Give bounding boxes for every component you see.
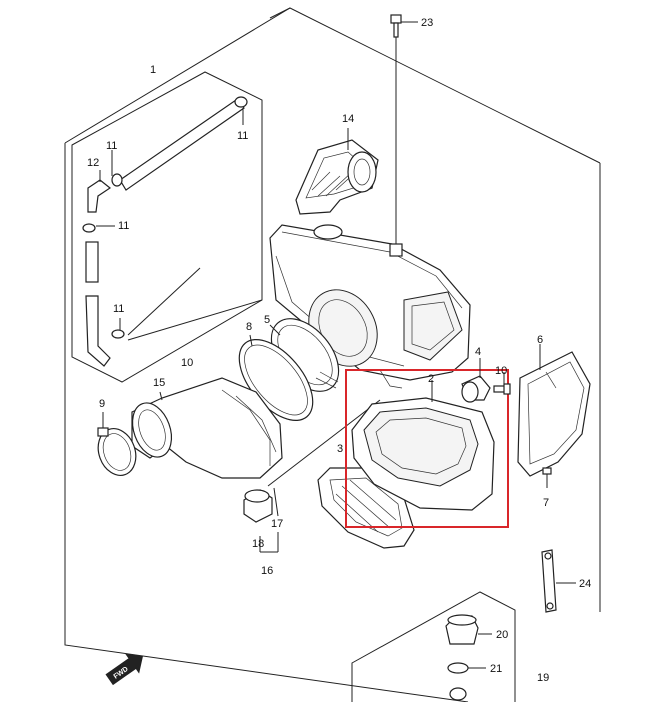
label-part-19: 19 — [537, 672, 549, 684]
bolt-part-23 — [390, 14, 418, 245]
assembly-boundary — [64, 7, 601, 702]
label-part-9: 9 — [99, 398, 105, 410]
part-labels: 1 2 3 4 5 6 7 8 9 10 10 11 11 11 11 12 1… — [87, 17, 591, 684]
label-part-8: 8 — [246, 321, 252, 333]
fitting-part-4 — [461, 358, 511, 403]
label-part-11-lower: 11 — [113, 303, 124, 315]
label-part-11-top: 11 — [237, 130, 248, 142]
label-part-18: 18 — [252, 538, 264, 550]
label-part-4: 4 — [475, 346, 481, 358]
label-part-3: 3 — [337, 443, 343, 455]
intake-boot-part-15 — [131, 377, 283, 479]
collar-part-21 — [447, 662, 486, 701]
label-part-21: 21 — [490, 663, 502, 675]
label-part-7: 7 — [543, 497, 549, 509]
label-part-5: 5 — [264, 314, 270, 326]
label-part-17: 17 — [271, 518, 283, 530]
drain-plug-part-18 — [243, 399, 381, 553]
label-part-10: 10 — [181, 357, 193, 369]
label-part-15: 15 — [153, 377, 165, 389]
label-part-2: 2 — [428, 373, 434, 385]
label-part-11-mid: 11 — [118, 220, 129, 232]
label-part-10-screw: 10 — [495, 365, 507, 377]
label-part-11-upper: 11 — [106, 140, 117, 152]
label-part-16: 16 — [261, 565, 273, 577]
label-part-6: 6 — [537, 334, 543, 346]
breather-hose-group — [82, 96, 263, 367]
label-part-12: 12 — [87, 157, 99, 169]
air-filter-element-part-2 — [351, 380, 495, 511]
highlight-box — [345, 369, 509, 528]
clamp-part-9 — [97, 412, 137, 476]
hose-subassembly-box — [71, 71, 263, 383]
cover-part-6 — [517, 344, 591, 488]
label-part-23: 23 — [421, 17, 433, 29]
bottom-subassembly-box — [351, 591, 516, 702]
label-part-14: 14 — [342, 113, 354, 125]
label-part-24: 24 — [579, 578, 591, 590]
label-part-1: 1 — [150, 64, 156, 76]
intake-duct-part-14 — [295, 128, 379, 215]
label-part-20: 20 — [496, 629, 508, 641]
grommet-part-20 — [445, 614, 492, 645]
bracket-part-24 — [541, 549, 576, 613]
